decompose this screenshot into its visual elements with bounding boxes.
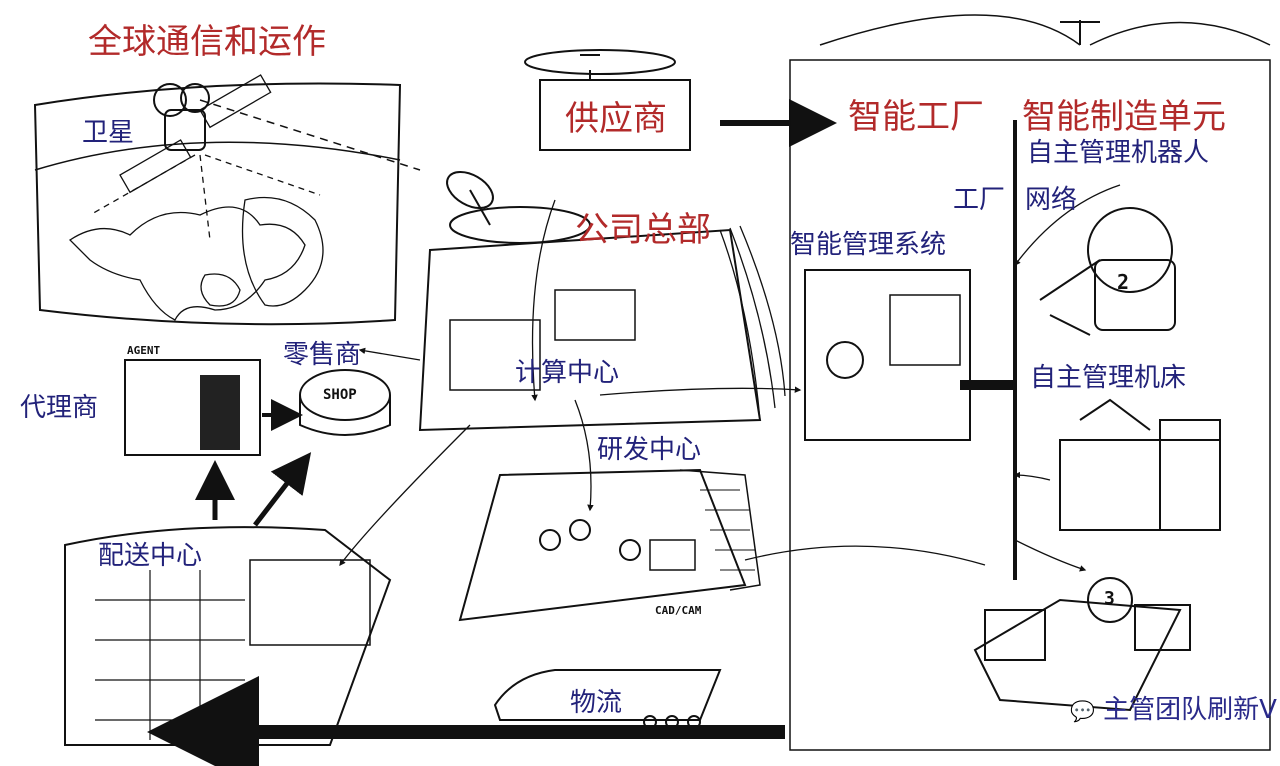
label-distribution-center: 配送中心 (98, 541, 203, 571)
supplier-building (539, 79, 691, 151)
label-autonomous-robot: 自主管理机器人 (1027, 138, 1210, 168)
watermark: 💬 主管团队刷新V (1070, 697, 1277, 723)
label-retailer: 零售商 (283, 340, 362, 370)
robot-number-3: 3 (1104, 588, 1115, 609)
distribution-center (64, 526, 392, 746)
robot-illustration (1039, 207, 1176, 336)
label-smart-manufacturing-unit: 智能制造单元 (1022, 97, 1226, 137)
headquarters-building (418, 228, 762, 432)
rnd-building (458, 468, 747, 622)
management-terminal (804, 269, 971, 441)
label-smart-management-system: 智能管理系统 (790, 230, 947, 260)
label-factory-network-2: 网络 (1025, 185, 1078, 215)
label-factory-network-1: 工厂 (953, 185, 1006, 215)
world-map-screen (33, 82, 402, 326)
label-agent: 代理商 (20, 393, 99, 423)
agv-robot-illustration (973, 577, 1191, 712)
label-satellite: 卫星 (82, 118, 135, 148)
title: 全球通信和运作 (88, 22, 326, 62)
agent-sign-text: AGENT (127, 344, 161, 357)
label-rnd-center: 研发中心 (597, 435, 702, 465)
satellite-dish-icon (446, 170, 494, 226)
cad-cam-text: CAD/CAM (655, 604, 702, 617)
agent-office (124, 359, 261, 456)
robot-number-2: 2 (1117, 270, 1130, 294)
watermark-text: 主管团队刷新V (1103, 695, 1277, 725)
satellite-icon (119, 74, 272, 194)
label-logistics: 物流 (570, 688, 623, 718)
label-smart-factory: 智能工厂 (848, 97, 984, 137)
shop-sign-text: SHOP (323, 387, 357, 403)
chat-bubble-icon: 💬 (1070, 699, 1095, 723)
label-headquarters: 公司总部 (575, 210, 711, 250)
label-computing-center: 计算中心 (515, 358, 620, 388)
label-supplier: 供应商 (565, 99, 667, 139)
label-autonomous-machine-tool: 自主管理机床 (1030, 363, 1187, 393)
factory-outline (789, 59, 1271, 751)
machine-tool-illustration (1059, 398, 1221, 531)
